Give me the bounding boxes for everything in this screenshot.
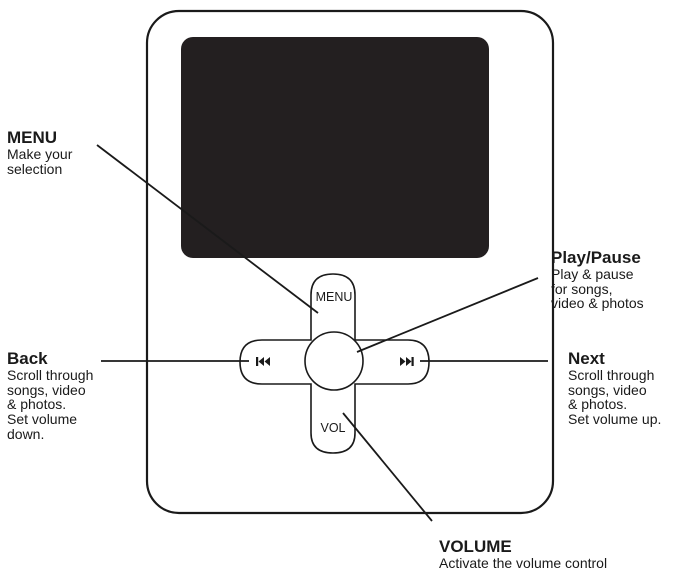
fast-forward-icon[interactable] (400, 357, 414, 366)
menu-leader-line (96, 144, 319, 314)
play-pause-callout-line: Play & pause (551, 265, 634, 282)
rewind-icon[interactable] (256, 357, 270, 366)
device-screen (181, 37, 489, 258)
volume-callout: VOLUME Activate the volume control (439, 538, 607, 571)
menu-callout-line: selection (7, 160, 63, 177)
play-pause-callout-title: Play/Pause (551, 248, 641, 267)
next-callout-line: Scroll through (568, 366, 655, 383)
leader-lines (96, 144, 548, 522)
back-callout-line: down. (7, 425, 45, 442)
menu-callout: MENU Make your selection (7, 129, 72, 176)
next-callout-line: & photos. (568, 396, 628, 413)
play-pause-button[interactable] (304, 331, 364, 391)
back-callout-title: Back (7, 349, 48, 368)
back-callout-line: & photos. (7, 396, 67, 413)
play-pause-callout: Play/Pause Play & pause for songs, video… (551, 249, 644, 311)
back-callout: Back Scroll through songs, video & photo… (7, 350, 93, 441)
back-callout-line: Scroll through (7, 366, 94, 383)
volume-leader-line (342, 412, 433, 522)
menu-callout-title: MENU (7, 128, 58, 147)
next-callout-line: songs, video (568, 381, 647, 398)
play-pause-leader-line (356, 277, 539, 353)
vol-button-label[interactable]: VOL (320, 421, 345, 435)
menu-button-label[interactable]: MENU (316, 290, 353, 304)
volume-callout-title: VOLUME (439, 537, 512, 556)
play-pause-callout-line: for songs, (551, 280, 613, 297)
back-callout-line: songs, video (7, 381, 86, 398)
next-callout-title: Next (568, 349, 605, 368)
volume-callout-line: Activate the volume control (439, 554, 608, 571)
next-callout-line: Set volume up. (568, 410, 662, 427)
next-callout: Next Scroll through songs, video & photo… (568, 350, 661, 427)
menu-callout-line: Make your (7, 145, 73, 162)
back-callout-line: Set volume (7, 410, 78, 427)
play-pause-callout-line: video & photos (551, 295, 644, 312)
